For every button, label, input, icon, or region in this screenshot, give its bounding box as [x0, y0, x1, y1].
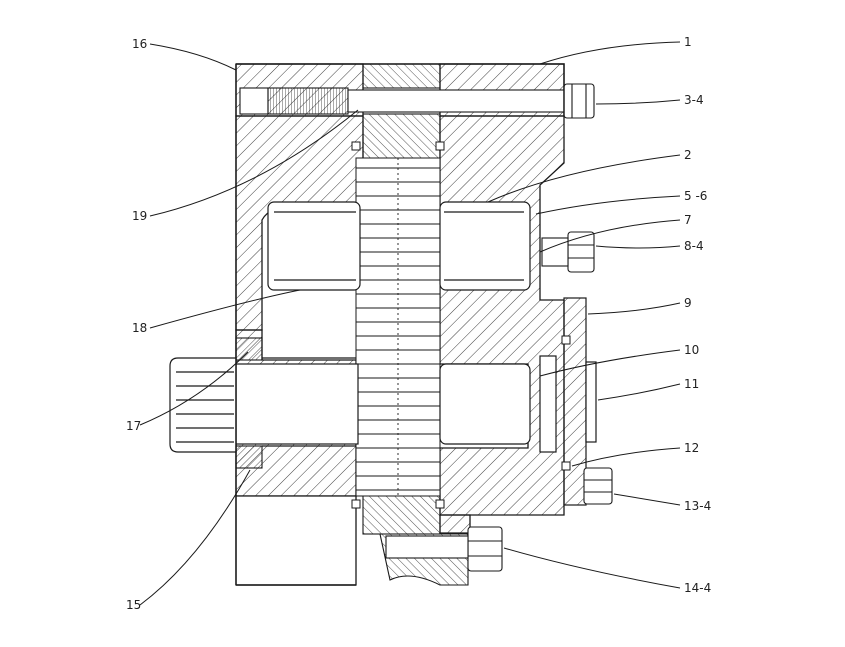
spline-shaft-end	[169, 357, 237, 453]
callout-19: 19	[132, 209, 147, 223]
callout-10: 10	[684, 343, 699, 357]
callout-17: 17	[126, 419, 141, 433]
gear-teeth	[356, 158, 440, 496]
callout-8: 8-4	[684, 239, 704, 253]
callout-9: 9	[684, 296, 692, 310]
callout-5: 5 -6	[684, 189, 707, 203]
relief-bolt	[541, 231, 595, 273]
callout-14: 14-4	[684, 581, 711, 595]
housing-outline	[235, 63, 565, 586]
leader-lines	[139, 41, 681, 606]
callout-11: 11	[684, 377, 699, 391]
rear-housing	[439, 63, 565, 534]
callout-15: 15	[126, 598, 141, 612]
rear-cover	[539, 297, 597, 506]
callout-16: 16	[132, 37, 147, 51]
callout-12: 12	[684, 441, 699, 455]
callout-3: 3-4	[684, 93, 704, 107]
callout-7: 7	[684, 213, 692, 227]
callout-1: 1	[684, 35, 692, 49]
o-rings	[351, 141, 571, 509]
rear-bolt	[583, 467, 613, 505]
callout-labels: 1 2 3-4 5 -6 7 8-4 9 10 11 12 13-4 14-4 …	[126, 35, 711, 612]
front-cover	[235, 63, 364, 586]
shaft-seal	[235, 337, 263, 469]
callout-13: 13-4	[684, 499, 711, 513]
callout-18: 18	[132, 321, 147, 335]
drive-shaft	[235, 357, 531, 447]
idler-shaft	[267, 201, 531, 291]
callout-2: 2	[684, 148, 692, 162]
through-bolt	[239, 83, 595, 119]
bottom-bolt	[385, 526, 503, 572]
